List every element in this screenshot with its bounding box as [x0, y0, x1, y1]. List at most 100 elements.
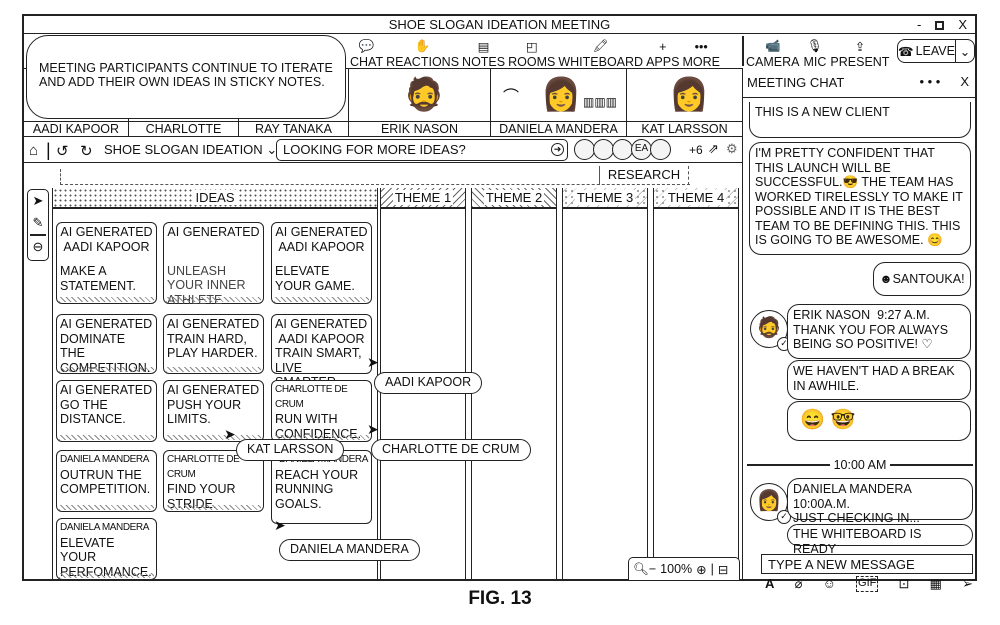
emoji-reaction-icon: 😄 🤓 — [800, 409, 856, 431]
collaborator-avatar[interactable] — [612, 139, 633, 160]
avatar[interactable]: 👩✓ — [750, 483, 791, 524]
chat-more-button[interactable]: • • • — [919, 74, 941, 89]
caption-callout: MEETING PARTICIPANTS CONTINUE TO ITERATE… — [26, 35, 346, 119]
minimize-button[interactable]: - — [916, 17, 922, 32]
video-tile[interactable] — [239, 69, 349, 121]
chat-bubble-icon: 💬 — [358, 39, 375, 53]
toolbar-present[interactable]: ⇪PRESENT — [830, 40, 890, 69]
collaborator-avatar[interactable] — [574, 139, 595, 160]
participant-video-icon: 🧔 — [404, 76, 444, 112]
chat-message: ☻SANTOUKA! — [873, 262, 971, 296]
leave-dropdown[interactable]: ⌄ — [956, 44, 974, 59]
note-texture — [274, 297, 369, 302]
meeting-window: SHOE SLOGAN IDEATION MEETING - X MEETING… — [22, 14, 977, 592]
collaborator-avatar[interactable] — [593, 139, 614, 160]
toolbar-camera[interactable]: 📹CAMERA — [746, 39, 800, 69]
toolbar-rooms[interactable]: ◰ROOMS — [508, 40, 556, 69]
close-button[interactable]: X — [958, 17, 967, 32]
note-texture — [166, 435, 261, 440]
emoji-icon[interactable]: ☺ — [822, 576, 836, 591]
column-header[interactable]: THEME 4 — [654, 188, 738, 209]
fit-screen-icon[interactable]: ⊟ — [717, 562, 729, 577]
zoom-in-icon[interactable]: ⊕ — [696, 562, 707, 577]
gear-icon[interactable]: ⚙ — [726, 141, 738, 156]
participant-name: KAT LARSSON — [641, 122, 728, 136]
zoom-out-icon[interactable]: 🔍︎− — [633, 561, 657, 576]
sticker-icon[interactable]: ⊡ — [898, 576, 910, 591]
divider — [890, 464, 974, 466]
video-tile[interactable]: 🧔 — [349, 69, 491, 121]
chat-header: MEETING CHAT • • • X — [743, 68, 977, 98]
leave-button[interactable]: ☎LEAVE — [898, 40, 956, 62]
research-label[interactable]: RESEARCH — [599, 166, 689, 185]
ai-prompt-input[interactable]: LOOKING FOR MORE IDEAS? ➜ — [276, 139, 568, 161]
participant-name: CHARLOTTE — [129, 122, 239, 136]
video-tile[interactable]: 👩 — [627, 69, 742, 121]
send-icon[interactable]: ➢ — [962, 576, 973, 591]
whiteboard-navbar: ⌂ | ↺ ↻ SHOE SLOGAN IDEATION ⌄ LOOKING F… — [24, 137, 742, 163]
toolbar-notes[interactable]: ▤NOTES — [462, 40, 506, 69]
message-input[interactable]: TYPE A NEW MESSAGE — [761, 554, 973, 574]
toolbar-chat[interactable]: 💬CHAT — [350, 39, 384, 69]
collaborator-cursor-icon: ➤ — [274, 517, 286, 533]
collaborator-avatar[interactable] — [650, 139, 671, 160]
chat-message: THIS IS A NEW CLIENT — [749, 102, 971, 138]
column-header[interactable]: THEME 2 — [472, 188, 556, 209]
toolbar-reactions[interactable]: ✋REACTIONS — [386, 39, 460, 69]
gif-icon[interactable]: GIF — [856, 576, 879, 592]
maximize-button[interactable] — [935, 16, 945, 33]
column-header[interactable]: THEME 3 — [563, 188, 647, 209]
board-name-dropdown[interactable]: SHOE SLOGAN IDEATION ⌄ — [104, 142, 278, 157]
window-title: SHOE SLOGAN IDEATION MEETING — [388, 17, 611, 32]
chat-message: ERIK NASON 9:27 A.M. THANK YOU FOR ALWAY… — [787, 304, 971, 359]
note-texture — [166, 297, 261, 302]
cursor-label: KAT LARSSON — [236, 439, 345, 461]
collaborator-avatar[interactable]: EA — [631, 139, 652, 160]
toolbar-whiteboard[interactable]: 🖍WHITEBOARD — [558, 39, 644, 69]
pen-icon[interactable]: ✎ — [32, 215, 44, 230]
zoom-out-icon[interactable]: ⊖ — [32, 238, 44, 254]
select-cursor-icon[interactable]: ➤ — [32, 193, 44, 208]
media-toolbar: 📹CAMERA 🎙MIC ⇪PRESENT — [744, 34, 976, 69]
share-icon[interactable]: ⇗ — [708, 141, 719, 156]
column-header[interactable]: THEME 1 — [381, 188, 465, 209]
undo-icon[interactable]: ↺ — [56, 143, 69, 160]
column-header[interactable]: IDEAS — [53, 188, 377, 209]
home-icon[interactable]: ⌂ — [29, 142, 39, 159]
lamp-icon: ⌒ — [503, 89, 520, 106]
notes-icon: ▤ — [477, 40, 490, 54]
collaborator-cursor-icon: ➤ — [367, 421, 379, 437]
whiteboard-canvas[interactable]: RESEARCH ➤ ✎ ⊖ IDEAS THEME 1 THEME 2 THE… — [24, 164, 742, 581]
avatar[interactable]: 🧔✓ — [750, 310, 791, 351]
format-icon[interactable]: A — [765, 576, 775, 591]
redo-icon[interactable]: ↻ — [80, 143, 93, 160]
column-theme-4: THEME 4 — [653, 188, 739, 581]
toolbar-more[interactable]: •••MORE — [682, 39, 720, 70]
more-collaborators-count[interactable]: +6 — [689, 143, 703, 157]
toolbar-mic[interactable]: 🎙MIC — [803, 39, 827, 69]
chat-close-button[interactable]: X — [960, 74, 969, 89]
schedule-icon[interactable]: ▦ — [929, 576, 942, 591]
participant-names: AADI KAPOOR CHARLOTTE RAY TANAKA ERIK NA… — [24, 121, 742, 137]
reactions-icon: ✋ — [414, 39, 431, 53]
cursor-label: AADI KAPOOR — [374, 372, 483, 394]
video-tile[interactable]: 👩⌒▥▥▥ — [491, 69, 627, 121]
video-strip: 🧔 👩⌒▥▥▥ 👩 AADI KAPOOR CHARLOTTE RAY TANA… — [24, 68, 742, 137]
toolbar-divider — [742, 36, 744, 66]
toolbar-apps[interactable]: +APPS — [646, 39, 680, 70]
submit-arrow-icon[interactable]: ➜ — [551, 143, 564, 156]
participant-name: RAY TANAKA — [239, 122, 349, 136]
attach-icon[interactable]: ⌀ — [794, 576, 803, 591]
